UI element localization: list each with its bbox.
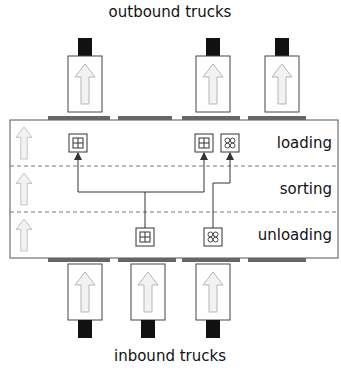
flow-arrow [16,173,32,205]
zone-divider [10,212,338,213]
package-dots [221,134,239,152]
package-grid [136,228,154,246]
zone-label: unloading [258,226,332,244]
outbound-truck [68,38,102,112]
zone-band: sorting [10,166,338,212]
flow-arrow [16,127,32,159]
zone-label: loading [277,134,332,152]
area-caption: outbound trucks [109,3,232,21]
zone-label: sorting [280,180,332,198]
inbound-truck [68,264,102,338]
zone-band: unloading [10,212,338,258]
zone-divider [10,166,338,167]
package-dots [204,228,222,246]
outbound-truck [265,38,299,112]
zone-band: loading [10,120,338,166]
package-grid [195,134,213,152]
routing-lines [78,153,230,228]
package-grid [69,134,87,152]
inbound-truck [196,264,230,338]
inbound-truck [131,264,165,338]
flow-arrow [16,219,32,251]
outbound-truck [196,38,230,112]
area-caption: inbound trucks [114,347,226,365]
building [10,120,338,258]
